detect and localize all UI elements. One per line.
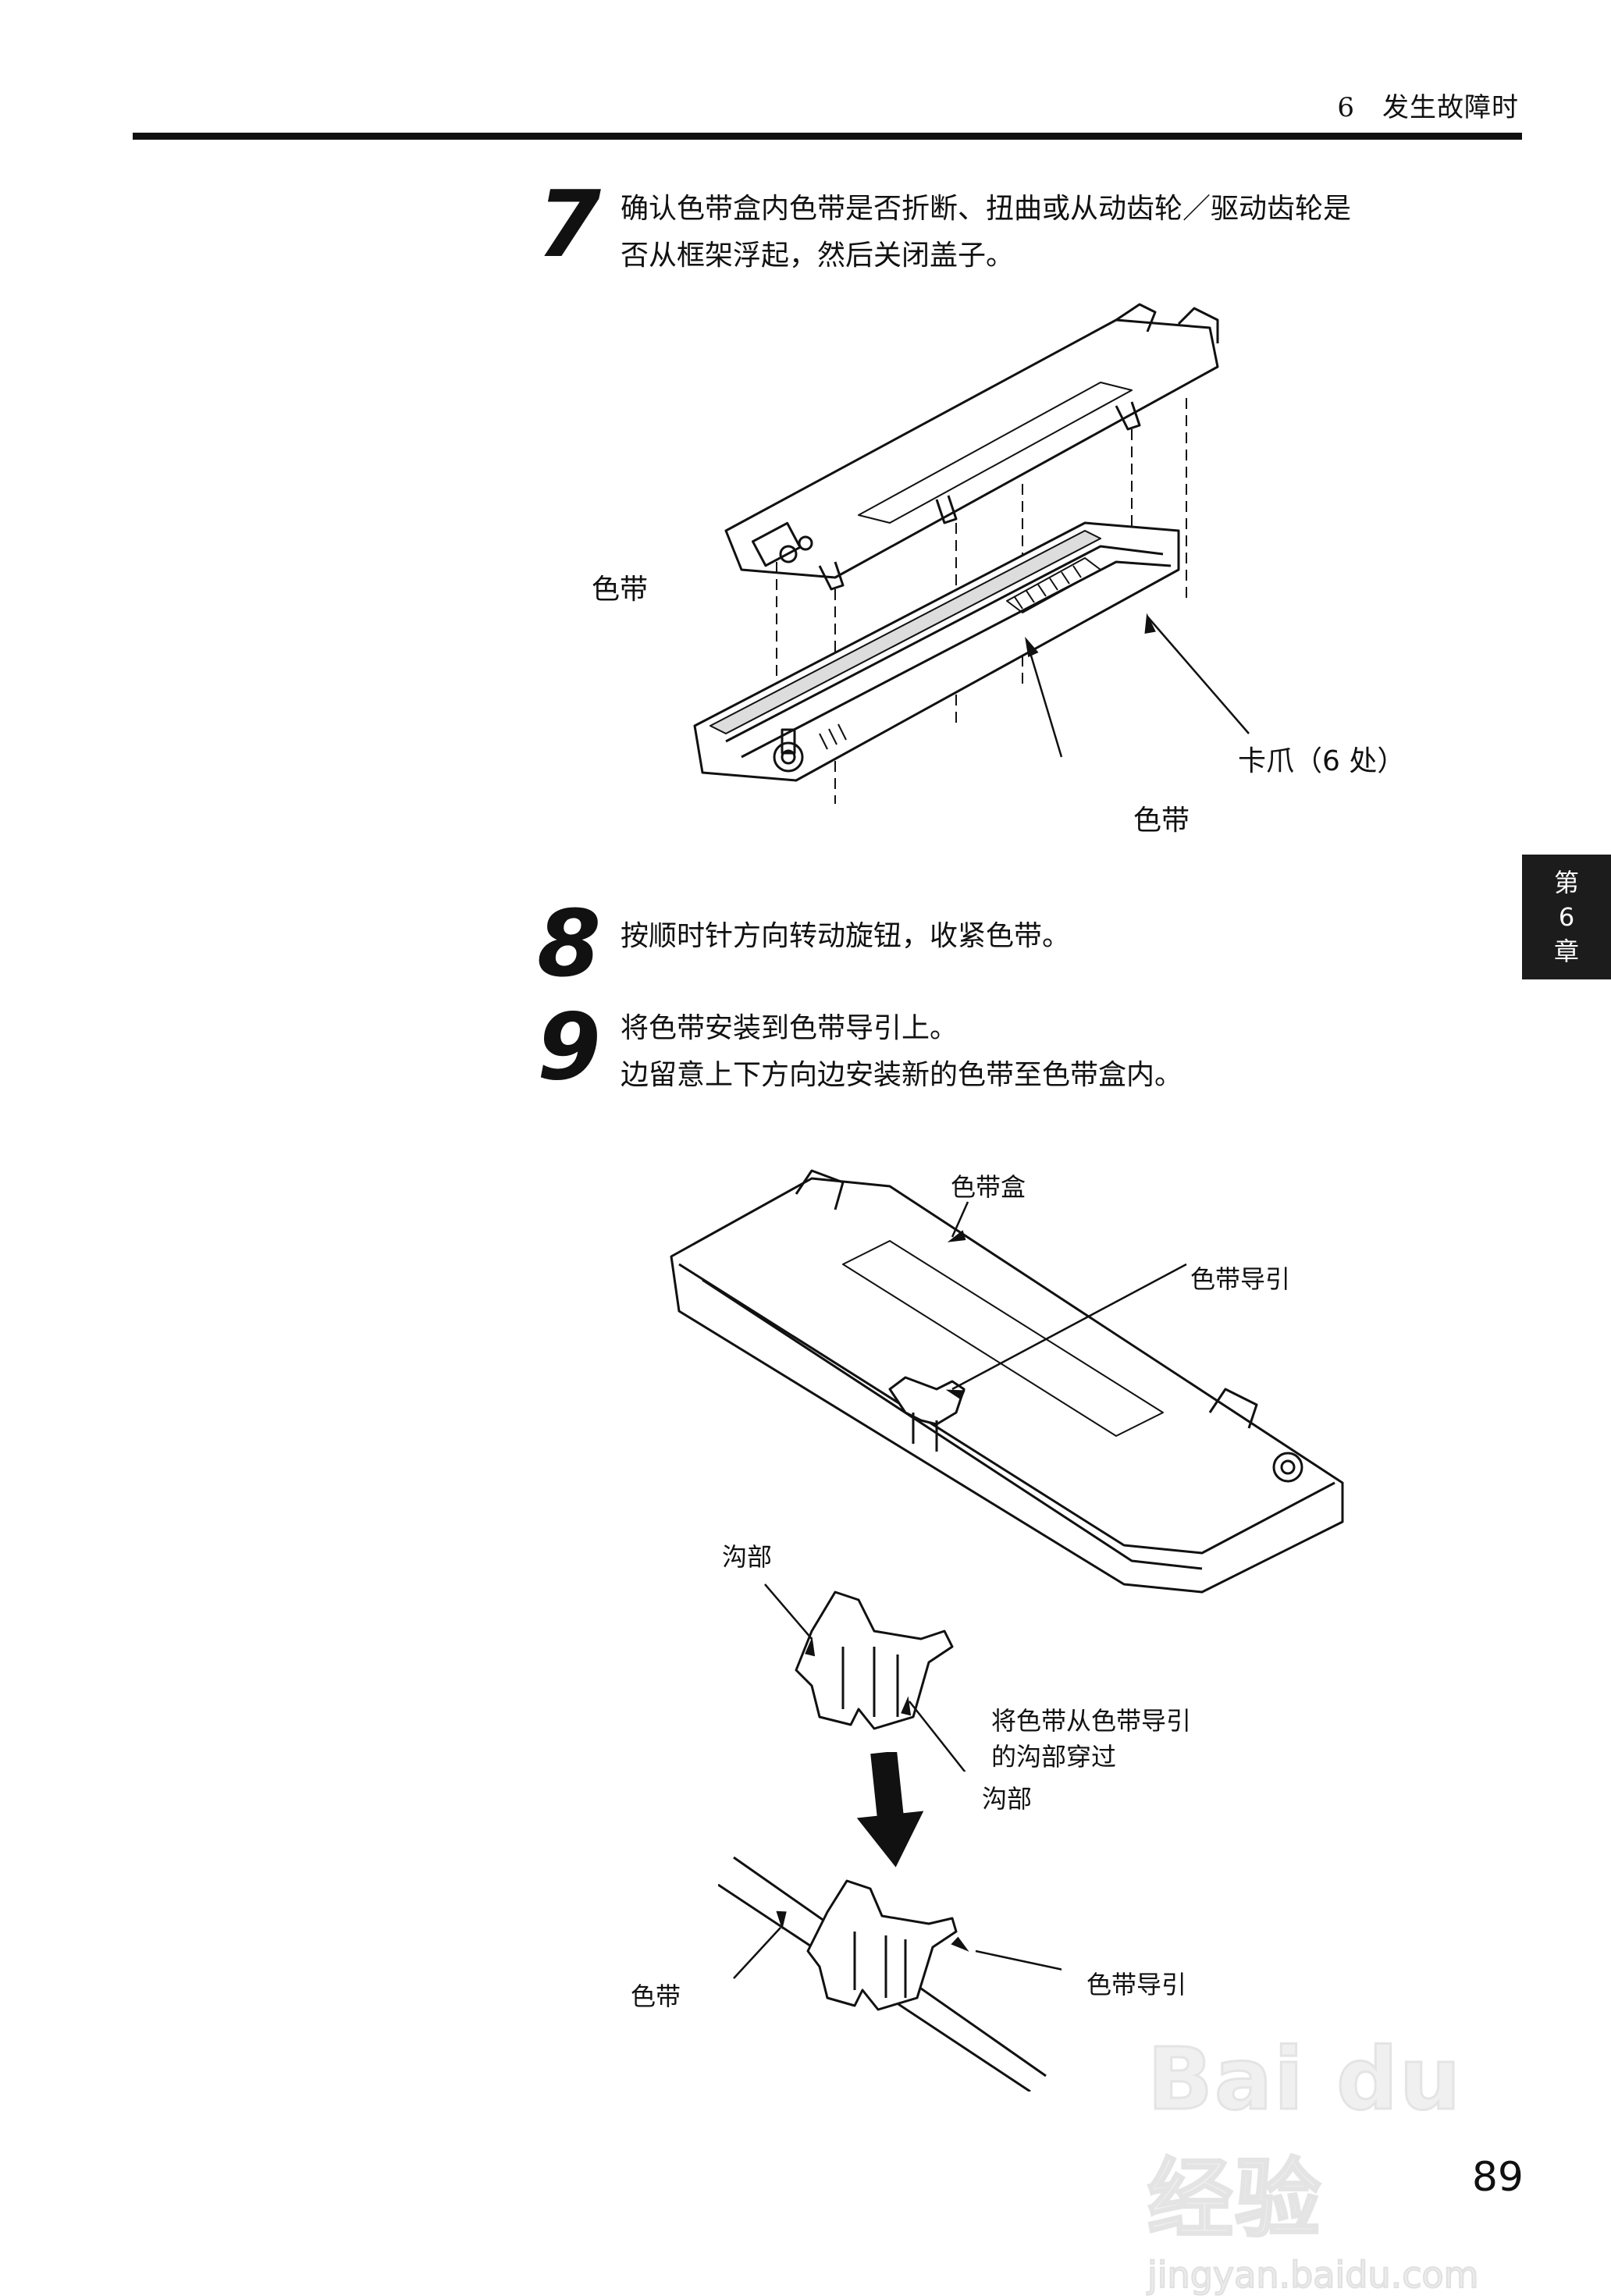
fig1-label-ribbon-left: 色带 <box>592 574 649 606</box>
fig3-label-groove-top: 沟部 <box>722 1542 773 1572</box>
down-arrow-icon <box>856 1752 924 1868</box>
watermark-url: jingyan.baidu.com <box>1147 2253 1480 2296</box>
step-7-number: 7 <box>537 170 602 278</box>
step-7-text: 确认色带盒内色带是否折断、扭曲或从动齿轮／驱动齿轮是 否从框架浮起，然后关闭盖子… <box>621 186 1351 279</box>
fig4-label-ribbon: 色带 <box>631 1981 681 2011</box>
chapter-tab-number: 6 <box>1558 902 1575 932</box>
chapter-tab-line1: 第 <box>1553 868 1579 897</box>
fig4-label-guide-bottom: 色带导引 <box>1086 1970 1187 1999</box>
step-9-number: 9 <box>537 993 602 1100</box>
step-7-line-2: 否从框架浮起，然后关闭盖子。 <box>621 240 1015 272</box>
chapter-tab-line3: 章 <box>1553 937 1579 966</box>
header-rule <box>133 133 1522 140</box>
step-9-text: 将色带安装到色带导引上。 边留意上下方向边安装新的色带至色带盒内。 <box>621 1005 1182 1099</box>
step-8-line-1: 按顺时针方向转动旋钮，收紧色带。 <box>621 920 1071 952</box>
ribbon-guide-detail-illustration <box>764 1583 966 1772</box>
step-9-line-2: 边留意上下方向边安装新的色带至色带盒内。 <box>621 1059 1183 1091</box>
baidu-jingyan-watermark: Bai du 经验 jingyan.baidu.com <box>1147 2028 1538 2296</box>
chapter-header-title: 6 发生故障时 <box>1337 92 1519 123</box>
watermark-logo: Bai du 经验 <box>1147 2028 1463 2251</box>
fig1-label-claw: 卡爪（6 处） <box>1238 745 1406 777</box>
page-number: 89 <box>1471 2154 1524 2201</box>
step-7-line-1: 确认色带盒内色带是否折断、扭曲或从动齿轮／驱动齿轮是 <box>621 193 1352 225</box>
fig3-instruction-line-2: 的沟部穿过 <box>991 1742 1117 1772</box>
fig3-instruction-line-1: 将色带从色带导引 <box>991 1706 1192 1736</box>
chapter-tab: 第 6 章 <box>1522 855 1611 979</box>
step-8-number: 8 <box>537 890 602 997</box>
fig2-label-cassette: 色带盒 <box>951 1172 1026 1202</box>
fig1-label-ribbon-bottom: 色带 <box>1133 805 1190 837</box>
ribbon-guide-cassette-illustration <box>670 1169 1344 1594</box>
step-8-text: 按顺时针方向转动旋钮，收紧色带。 <box>621 913 1070 960</box>
ribbon-cassette-exploded-illustration <box>693 303 1250 804</box>
fig3-instruction: 将色带从色带导引 的沟部穿过 <box>991 1703 1191 1775</box>
fig2-label-guide-top: 色带导引 <box>1190 1264 1291 1294</box>
fig3-label-groove-bottom: 沟部 <box>982 1784 1033 1814</box>
step-9-line-1: 将色带安装到色带导引上。 <box>621 1012 958 1044</box>
ribbon-guide-installed-illustration <box>718 1856 1062 2092</box>
